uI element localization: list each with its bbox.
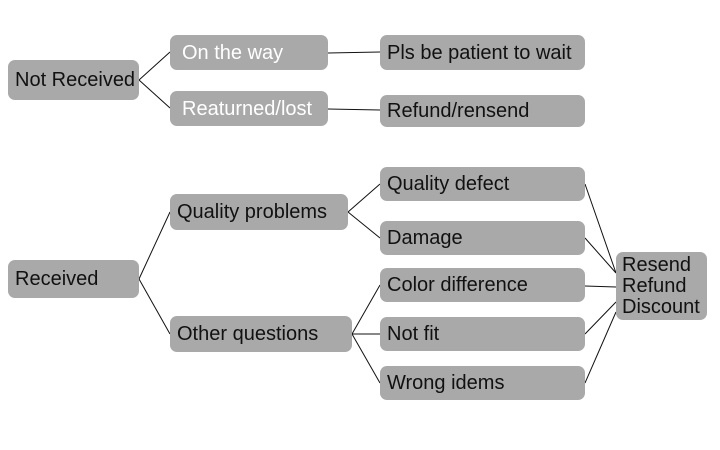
outcome-node: Resend Refund Discount xyxy=(616,252,707,320)
connector-not-fit-outcome xyxy=(584,301,617,335)
returned-lost-node: Reaturned/lost xyxy=(170,91,328,126)
on-the-way-node: On the way xyxy=(170,35,328,70)
be-patient-node: Pls be patient to wait xyxy=(380,35,585,70)
refund-resend-node: Refund/rensend xyxy=(380,95,585,127)
not-fit-node: Not fit xyxy=(380,317,585,351)
refund-resend-label: Refund/rensend xyxy=(387,100,530,122)
outcome-refund-label: Refund xyxy=(622,274,687,297)
connector-received-other xyxy=(138,278,171,335)
connector-received-quality xyxy=(138,211,171,280)
quality-defect-node: Quality defect xyxy=(380,167,585,201)
quality-problems-node: Quality problems xyxy=(170,194,348,230)
returned-lost-label: Reaturned/lost xyxy=(182,97,313,120)
color-difference-label: Color difference xyxy=(387,274,528,296)
connector-not-received-on-the-way xyxy=(138,51,171,81)
not-received-label: Not Received xyxy=(15,69,136,91)
connector-defect-outcome xyxy=(584,183,617,274)
outcome-discount-label: Discount xyxy=(622,295,700,318)
connector-other-color xyxy=(351,284,381,335)
wrong-items-label: Wrong idems xyxy=(387,372,505,394)
damage-node: Damage xyxy=(380,221,585,255)
connector-not-received-returned xyxy=(138,79,171,109)
connector-quality-defect xyxy=(347,183,381,213)
connector-other-wrong xyxy=(351,333,381,384)
on-the-way-label: On the way xyxy=(182,41,284,64)
other-questions-node: Other questions xyxy=(170,316,352,352)
color-difference-node: Color difference xyxy=(380,268,585,302)
quality-defect-label: Quality defect xyxy=(387,173,510,195)
connector-returned-refund xyxy=(327,108,381,111)
received-node: Received xyxy=(8,260,139,298)
be-patient-label: Pls be patient to wait xyxy=(387,41,572,64)
connector-on-the-way-wait xyxy=(327,51,381,54)
other-questions-label: Other questions xyxy=(177,323,319,345)
not-fit-label: Not fit xyxy=(387,323,440,345)
connector-wrong-outcome xyxy=(584,311,617,384)
quality-problems-label: Quality problems xyxy=(177,201,328,223)
connector-color-outcome xyxy=(584,285,617,288)
wrong-items-node: Wrong idems xyxy=(380,366,585,400)
connector-quality-damage xyxy=(347,211,381,239)
connector-damage-outcome xyxy=(584,237,617,274)
damage-label: Damage xyxy=(387,227,463,249)
not-received-node: Not Received xyxy=(8,60,139,100)
received-label: Received xyxy=(15,268,99,290)
outcome-resend-label: Resend xyxy=(622,253,691,276)
